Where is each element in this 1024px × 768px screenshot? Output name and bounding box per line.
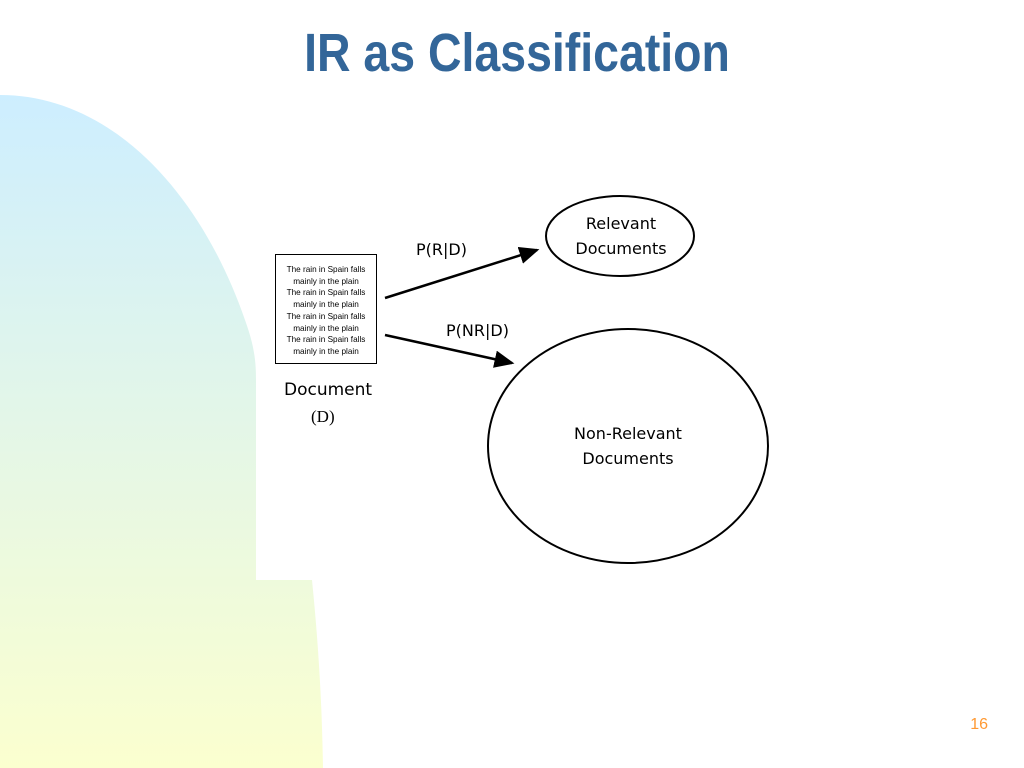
relevant-label-line: Relevant: [585, 214, 657, 233]
document-text-line: mainly in the plain: [293, 346, 359, 356]
relevant-documents-label: Relevant Documents: [551, 211, 691, 261]
relevant-label-line: Documents: [575, 239, 667, 258]
nonrelevant-documents-label: Non-Relevant Documents: [538, 421, 718, 471]
document-text-line: mainly in the plain: [293, 276, 359, 286]
page-number: 16: [970, 716, 988, 733]
nonrelevant-probability-label: P(NR|D): [446, 321, 509, 340]
document-label: Document: [284, 380, 373, 400]
nonrelevant-documents-ellipse: [487, 328, 769, 564]
arrow-to-relevant: [384, 246, 540, 300]
relevant-probability-label: P(R|D): [416, 240, 467, 259]
document-text-line: The rain in Spain falls: [286, 311, 366, 321]
slide-title: IR as Classification: [304, 23, 730, 83]
document-text-line: mainly in the plain: [293, 300, 359, 310]
document-text-line: The rain in Spain falls: [286, 265, 366, 274]
document-text-line: mainly in the plain: [293, 323, 359, 333]
document-box: The rain in Spain falls mainly in the pl…: [275, 254, 377, 364]
arrow-to-nonrelevant: [384, 333, 515, 368]
document-text-line: The rain in Spain falls: [286, 288, 366, 298]
document-symbol: (D): [311, 407, 335, 426]
document-text-line: The rain in Spain falls: [286, 335, 366, 345]
relevant-documents-ellipse: [545, 195, 695, 277]
nonrelevant-label-line: Documents: [582, 449, 674, 468]
nonrelevant-label-line: Non-Relevant: [574, 424, 682, 443]
